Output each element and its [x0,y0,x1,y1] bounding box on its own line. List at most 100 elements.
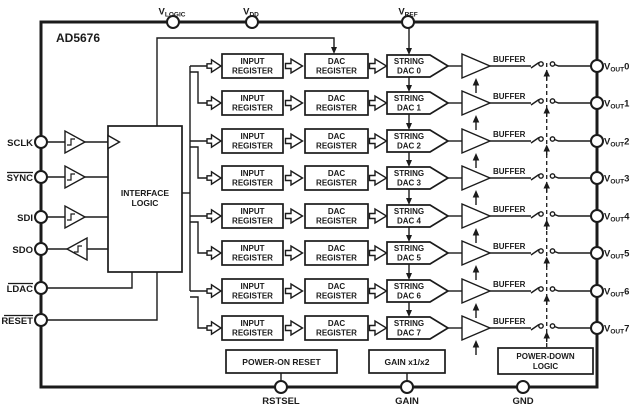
svg-text:REGISTER: REGISTER [232,217,273,226]
svg-text:INPUT: INPUT [241,132,265,141]
power-down-logic-block: POWER-DOWN LOGIC [497,347,594,375]
pin-vlogic: VLOGIC [159,7,186,29]
vref-chain [406,28,412,317]
svg-text:DAC 7: DAC 7 [397,329,422,338]
pin-rstsel: RSTSEL [262,380,300,407]
svg-text:SCLK: SCLK [7,138,33,149]
svg-text:DAC 0: DAC 0 [397,67,422,76]
svg-text:STRING: STRING [394,282,424,291]
down-arrowhead-icon [331,47,337,54]
vout-label: VOUT0 [604,62,629,74]
svg-text:DAC: DAC [328,207,346,216]
svg-text:RESET: RESET [1,316,33,327]
svg-text:DAC 4: DAC 4 [397,217,422,226]
buffer-label: BUFFER [493,167,526,176]
hysteresis-icon [67,138,75,146]
svg-text:REGISTER: REGISTER [232,142,273,151]
vout-label: VOUT3 [604,174,629,186]
svg-text:STRING: STRING [394,207,424,216]
svg-text:REGISTER: REGISTER [232,104,273,113]
buffer-label: BUFFER [493,242,526,251]
svg-text:REGISTER: REGISTER [316,142,357,151]
svg-text:INPUT: INPUT [241,282,265,291]
buffer-label: BUFFER [493,317,526,326]
register-update-line [156,37,337,126]
svg-text:GND: GND [512,396,533,407]
output-buffer-icon [65,236,88,262]
svg-text:DAC 6: DAC 6 [397,292,422,301]
svg-text:REGISTER: REGISTER [316,292,357,301]
pin-sync: SYNC [7,164,108,190]
svg-text:VREF: VREF [398,7,417,19]
svg-text:GAIN x1/x2: GAIN x1/x2 [385,357,430,367]
gain-block: GAIN x1/x2 [368,349,446,384]
pin-sdo: SDO [12,236,108,262]
svg-text:SYNC: SYNC [7,173,34,184]
svg-text:SDO: SDO [12,245,33,256]
vout-label: VOUT1 [604,99,630,111]
svg-text:DAC 2: DAC 2 [397,142,422,151]
svg-text:DAC: DAC [328,319,346,328]
svg-text:SDI: SDI [17,213,33,224]
vout-label: VOUT7 [604,324,629,336]
svg-text:REGISTER: REGISTER [232,67,273,76]
svg-text:DAC 1: DAC 1 [397,104,422,113]
svg-text:DAC: DAC [328,57,346,66]
svg-text:STRING: STRING [394,132,424,141]
chip-title: AD5676 [56,31,100,45]
svg-text:INPUT: INPUT [241,207,265,216]
svg-text:REGISTER: REGISTER [316,217,357,226]
svg-text:REGISTER: REGISTER [316,254,357,263]
buffer-label: BUFFER [493,92,526,101]
power-on-reset-block: POWER-ON RESET [225,349,338,384]
svg-text:DAC: DAC [328,244,346,253]
svg-text:POWER-DOWN: POWER-DOWN [516,352,574,361]
svg-text:INPUT: INPUT [241,169,265,178]
vout-label: VOUT6 [604,287,629,299]
svg-text:STRING: STRING [394,169,424,178]
svg-text:LOGIC: LOGIC [533,362,559,371]
svg-text:INPUT: INPUT [241,94,265,103]
schmitt-buffer-icon [64,129,87,155]
svg-text:REGISTER: REGISTER [232,254,273,263]
svg-text:LOGIC: LOGIC [132,198,159,208]
svg-text:VDD: VDD [243,7,259,19]
svg-text:DAC: DAC [328,94,346,103]
schmitt-buffer-icon [64,164,87,190]
schmitt-buffer-icon [64,204,87,230]
svg-text:INPUT: INPUT [241,319,265,328]
svg-text:STRING: STRING [394,319,424,328]
buffer-label: BUFFER [493,55,526,64]
svg-text:INPUT: INPUT [241,244,265,253]
svg-text:REGISTER: REGISTER [316,179,357,188]
svg-text:RSTSEL: RSTSEL [262,396,300,407]
pin-gnd: GND [512,380,534,407]
pin-vref: VREF [398,7,418,29]
svg-text:DAC: DAC [328,282,346,291]
svg-text:LDAC: LDAC [7,284,34,295]
pin-reset: RESET [1,272,158,327]
buffer-label: BUFFER [493,280,526,289]
hysteresis-icon [67,213,75,221]
svg-text:DAC: DAC [328,132,346,141]
svg-text:STRING: STRING [394,244,424,253]
hysteresis-icon [67,173,75,181]
pin-gain: GAIN [395,380,419,407]
interface-logic-block: INTERFACE LOGIC [107,125,183,273]
svg-text:INTERFACE: INTERFACE [121,188,170,198]
pin-vdd: VDD [243,7,259,29]
svg-text:VLOGIC: VLOGIC [159,7,186,19]
svg-text:GAIN: GAIN [395,396,419,407]
vout-label: VOUT4 [604,212,630,224]
svg-text:INPUT: INPUT [241,57,265,66]
pin-sdi: SDI [17,204,108,230]
svg-text:REGISTER: REGISTER [316,67,357,76]
pin-sclk: SCLK [7,129,108,155]
